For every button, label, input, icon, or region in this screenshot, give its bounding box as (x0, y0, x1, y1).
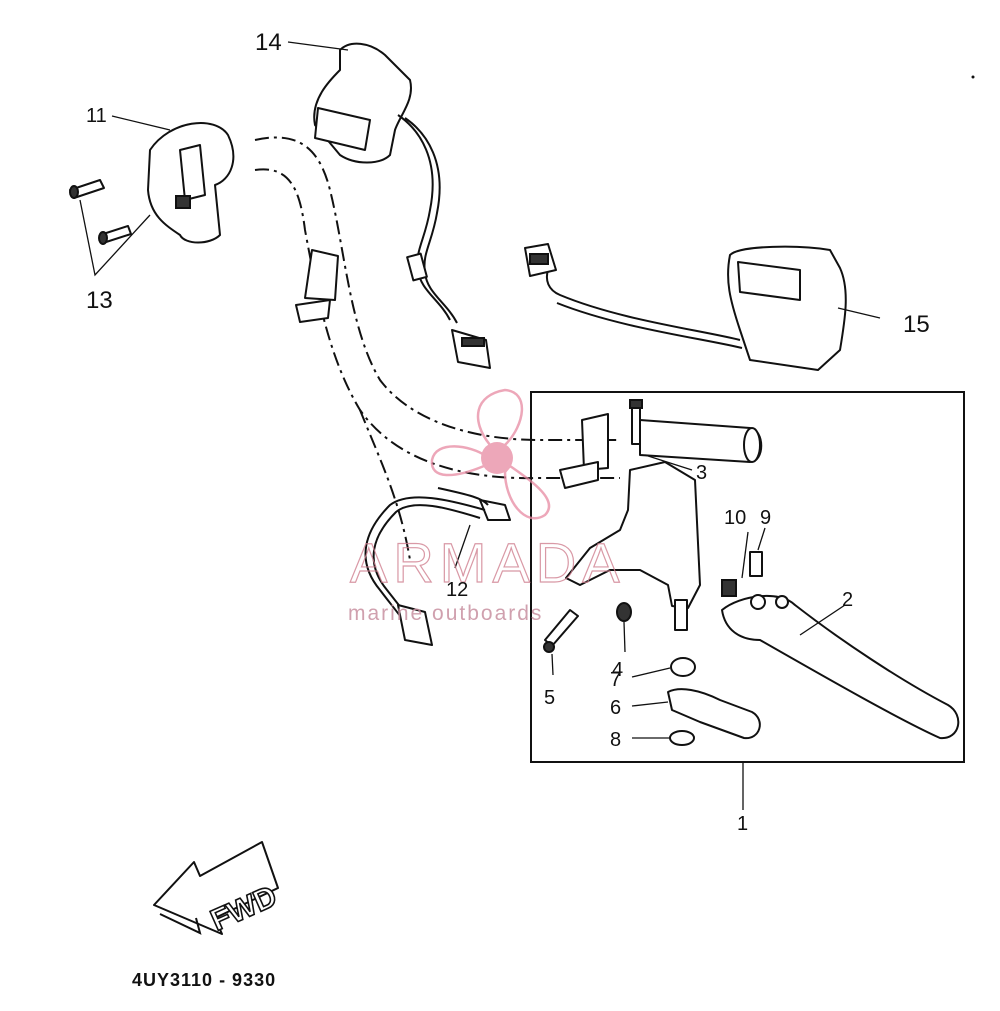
propeller-logo (430, 388, 551, 520)
screws-13 (69, 179, 151, 277)
switch-housing-11 (147, 122, 235, 244)
switch-housing-15 (524, 243, 847, 371)
collar-7 (670, 657, 696, 677)
callout-11: 11 (86, 105, 107, 127)
callout-7: 7 (610, 669, 621, 691)
callout-6: 6 (610, 697, 621, 719)
clutch-switch-12 (364, 487, 511, 646)
callout-13: 13 (86, 287, 113, 314)
nut-10 (721, 579, 737, 597)
lever-2 (721, 594, 960, 740)
speck (971, 75, 975, 79)
watermark: ARMADA marine outboards (348, 388, 626, 625)
callouts: 14 11 13 15 3 10 9 12 2 4 7 5 6 8 1 (86, 29, 930, 835)
fwd-arrow: FWD (153, 841, 283, 938)
watermark-tagline: marine outboards (348, 602, 543, 625)
diagram-code: 4UY3110 - 9330 (132, 970, 276, 990)
bolt-3 (629, 399, 693, 471)
callout-14: 14 (255, 29, 282, 56)
clamp-right (559, 413, 609, 489)
handle-grip (639, 419, 763, 463)
leader-lines (111, 41, 881, 810)
callout-15: 15 (903, 311, 930, 338)
handlebar-phantom (254, 136, 620, 561)
callout-3: 3 (696, 462, 707, 484)
clamp-left (295, 249, 339, 323)
callout-9: 9 (760, 507, 771, 529)
callout-8: 8 (610, 729, 621, 751)
callout-10: 10 (724, 507, 746, 529)
lever-assembly-box (530, 391, 965, 763)
washer-4 (616, 602, 632, 622)
lever-holder (565, 461, 701, 631)
callout-1: 1 (737, 813, 748, 835)
pin-9 (749, 551, 763, 577)
callout-5: 5 (544, 687, 555, 709)
washer-8 (669, 730, 695, 746)
screw-5 (543, 609, 579, 653)
plate-6 (667, 688, 761, 740)
callout-2: 2 (842, 589, 853, 611)
callout-12: 12 (446, 579, 468, 601)
switch-housing-14 (313, 42, 491, 369)
callout-4: 4 (612, 659, 623, 681)
watermark-brand: ARMADA (350, 531, 626, 594)
